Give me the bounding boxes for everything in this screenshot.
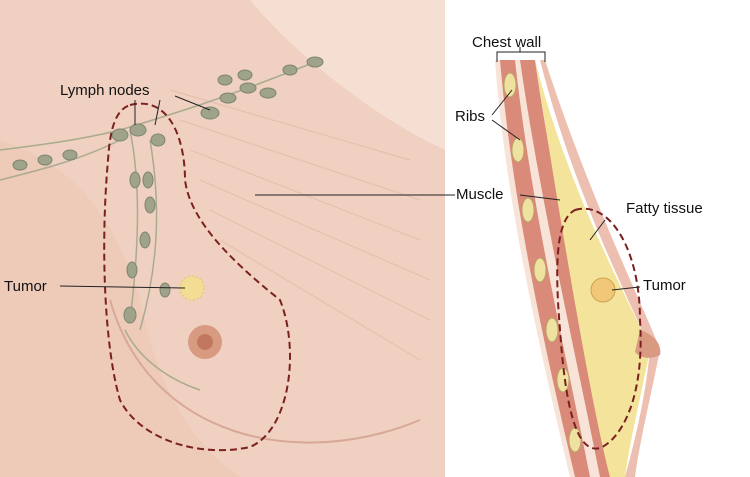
leader-lines [59, 89, 641, 291]
label-lymph-nodes: Lymph nodes [60, 82, 150, 99]
label-ribs: Ribs [455, 108, 486, 125]
tumor-side [590, 277, 616, 303]
lymph-nodes [12, 56, 324, 324]
dashed-outline-side [556, 207, 642, 450]
front-view [0, 0, 445, 477]
side-view [495, 47, 661, 477]
label-muscle: Muscle [456, 186, 504, 203]
label-chest-wall: Chest wall [472, 34, 542, 51]
label-tumor-front: Tumor [4, 278, 47, 295]
label-tumor-side: Tumor [643, 277, 686, 294]
nipple-side [635, 330, 661, 358]
label-fatty-tissue: Fatty tissue [626, 200, 703, 217]
